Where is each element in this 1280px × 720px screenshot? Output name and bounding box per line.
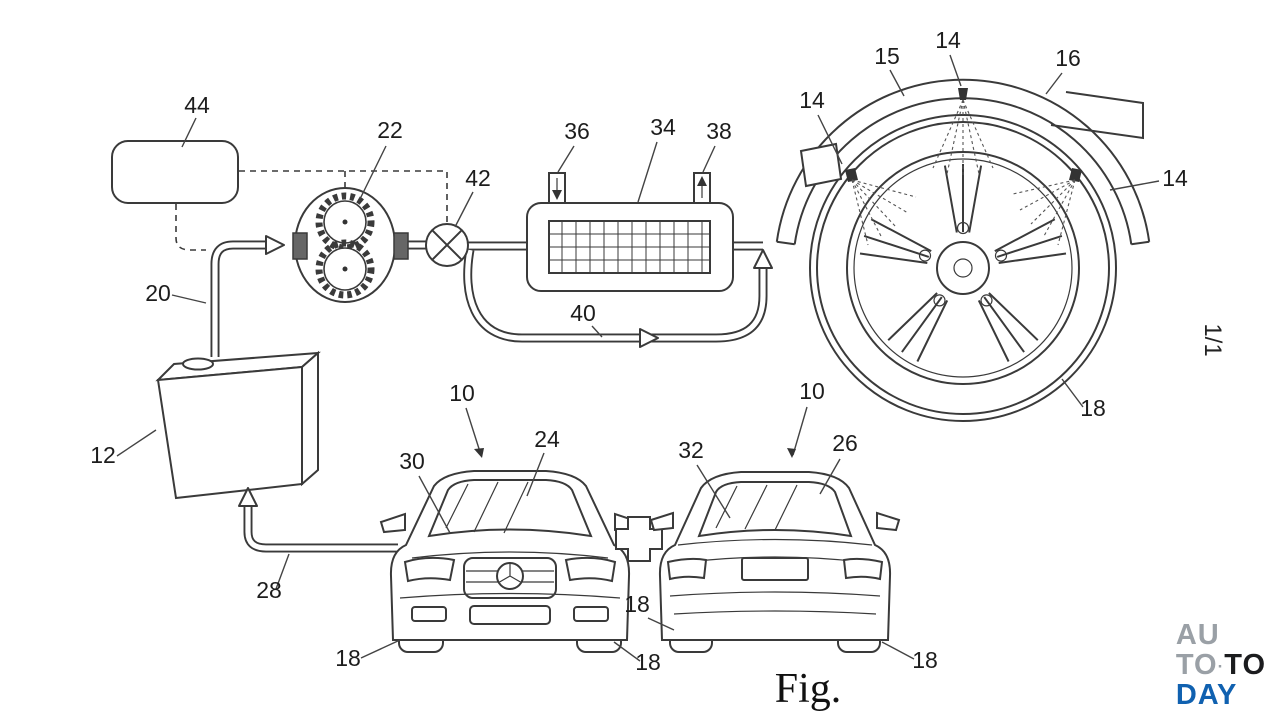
mixing-valve: [425, 223, 469, 267]
ref-label-15: 15: [874, 43, 900, 69]
ref-label-38: 38: [706, 118, 732, 144]
ref-label-26: 26: [832, 430, 858, 456]
spray-nozzle-right: [1069, 168, 1082, 182]
mount-plate-left: [799, 142, 843, 188]
ref-label-18-wheel: 18: [1080, 395, 1106, 421]
ref-label-42: 42: [465, 165, 491, 191]
wheel-assembly: [809, 114, 1117, 422]
filler-cap: [182, 357, 214, 371]
fog-light: [573, 606, 609, 622]
mirror: [876, 511, 901, 532]
figure-caption: Fig.: [775, 666, 842, 712]
rear-window: [697, 481, 853, 538]
lug-bolt: [918, 249, 932, 262]
lug-bolt: [956, 221, 970, 235]
pump-outlet-port: [393, 232, 409, 260]
leader-lines: [116, 54, 1160, 662]
car-front-view: [379, 470, 641, 653]
flow-arrow: [238, 487, 258, 507]
ref-label-20: 20: [145, 280, 171, 306]
taillight: [842, 557, 884, 581]
windshield: [427, 479, 593, 538]
ref-label-24: 24: [534, 426, 560, 452]
mirror: [649, 511, 674, 532]
ref-label-14-left: 14: [799, 87, 825, 113]
spray-nozzle-left: [845, 168, 858, 182]
heat-exchanger: [526, 172, 734, 292]
sheet-number: 1/1: [1199, 323, 1226, 356]
pump-inlet-port: [292, 232, 308, 260]
ref-label-22: 22: [377, 117, 403, 143]
lug-bolt: [933, 294, 946, 307]
license-plate: [741, 557, 809, 581]
flow-arrow: [265, 235, 285, 255]
ref-label-18-rear-left: 18: [624, 591, 650, 617]
plus-sign: [615, 516, 663, 562]
pipes: [210, 235, 773, 553]
spokes: [859, 164, 1067, 362]
ref-label-18-front-right: 18: [635, 649, 661, 675]
car-rear-view: [649, 471, 901, 653]
ref-label-44: 44: [184, 92, 210, 118]
lug-bolt: [994, 249, 1008, 262]
ref-label-10-rear: 10: [799, 378, 825, 404]
ref-label-14-top: 14: [935, 27, 961, 53]
ref-label-18-rear-right: 18: [912, 647, 938, 673]
watermark-line-1: AU: [1175, 618, 1220, 651]
ref-label-18-front-left: 18: [335, 645, 361, 671]
ref-label-16: 16: [1055, 45, 1081, 71]
ref-label-12: 12: [90, 442, 116, 468]
fog-light: [411, 606, 447, 622]
flow-arrow: [639, 328, 659, 348]
watermark-line-2: TO·TO: [1175, 648, 1266, 681]
fluid-tank-44: [111, 140, 239, 204]
ref-label-30: 30: [399, 448, 425, 474]
ref-label-34: 34: [650, 114, 676, 140]
watermark-line-3: DAY: [1175, 678, 1238, 711]
headlight: [564, 556, 617, 583]
ref-label-28: 28: [256, 577, 282, 603]
fender-and-nozzles: [775, 78, 1151, 246]
gear-pump: [292, 187, 409, 303]
reference-numerals: 44 22 42 36 34 38 15 14 16 14 14 20 40 1…: [90, 27, 1188, 675]
lower-intake: [469, 605, 551, 625]
mount-bracket-right: [1050, 91, 1144, 140]
flow-arrow: [753, 249, 773, 269]
control-lines: [175, 170, 448, 251]
spray-nozzle-top: [958, 88, 968, 100]
rim: [846, 151, 1080, 385]
watermark: AU TO·TO DAY: [1175, 618, 1266, 711]
hub: [936, 241, 990, 295]
ref-label-10-front: 10: [449, 380, 475, 406]
reservoir-tank: [155, 350, 321, 507]
ref-label-40: 40: [570, 300, 596, 326]
lug-bolt: [980, 294, 993, 307]
taillight: [666, 557, 708, 581]
ref-label-36: 36: [564, 118, 590, 144]
headlight: [403, 556, 456, 583]
mirror: [379, 512, 406, 534]
ref-label-14-right: 14: [1162, 165, 1188, 191]
ref-label-32: 32: [678, 437, 704, 463]
